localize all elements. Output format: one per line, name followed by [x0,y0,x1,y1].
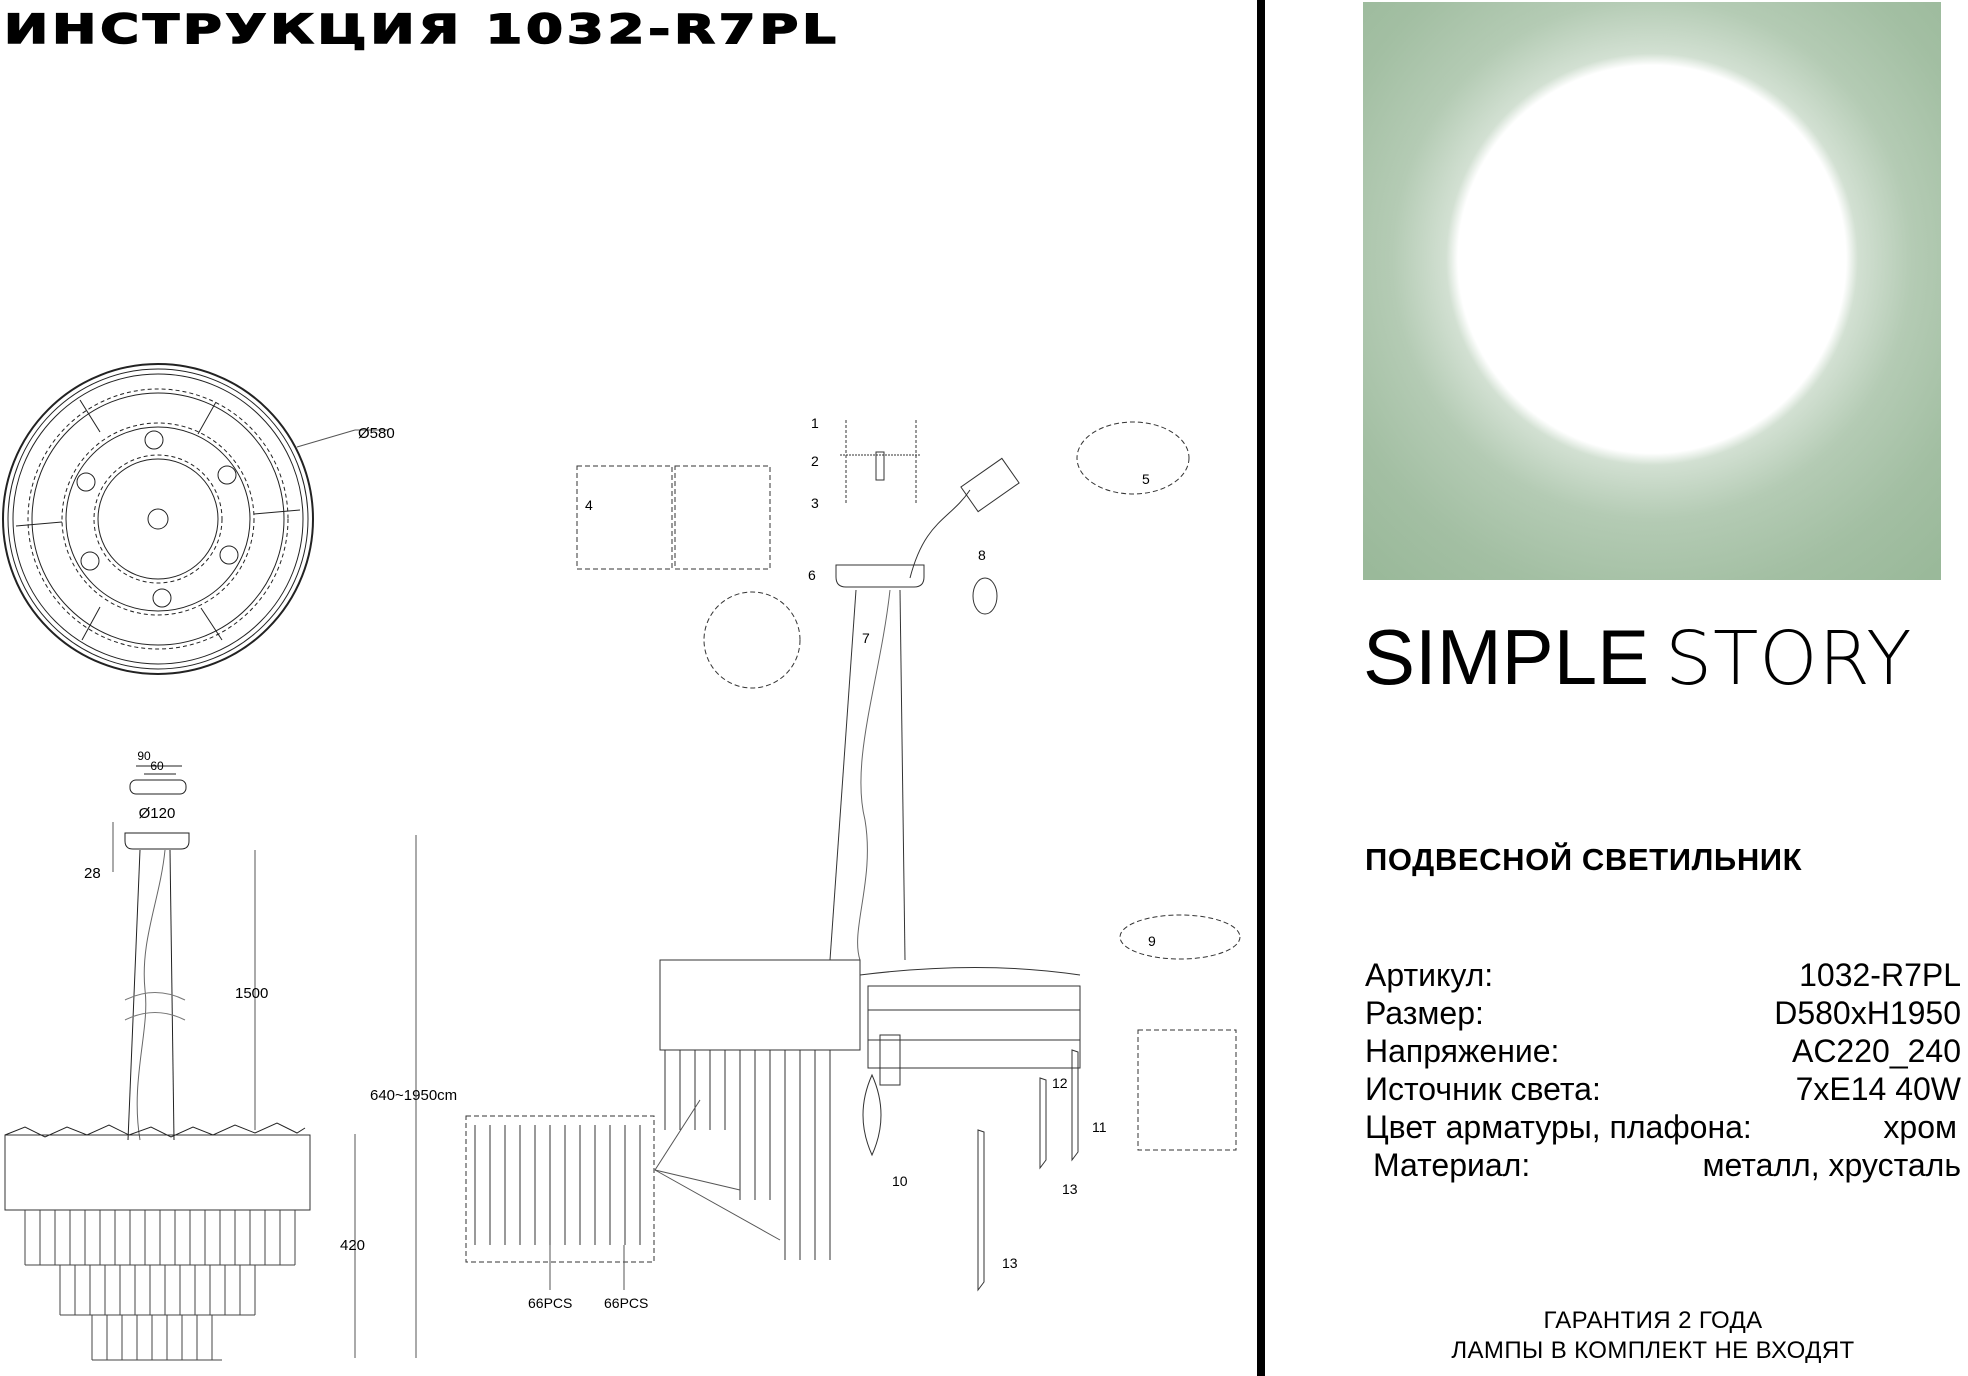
crystal-count-label: 66PCS [604,1295,648,1311]
spec-label: Напряжение: [1365,1033,1560,1069]
spec-row-article: Артикул: 1032-R7PL [1365,956,1961,994]
crystal-count-label: 66PCS [528,1295,572,1311]
body-height-label: 420 [340,1237,365,1254]
step-6-label: 6 [808,567,816,583]
top-view-diameter-label: Ø580 [358,425,395,442]
step-10-label: 10 [892,1173,908,1189]
product-type: ПОДВЕСНОЙ СВЕТИЛЬНИК [1365,842,1803,877]
bracket-inner-dim: 60 [150,759,164,773]
brand-name-story: STORY [1665,616,1913,702]
spec-label: Материал: [1373,1147,1531,1183]
spec-label: Артикул: [1365,957,1494,993]
step-7-label: 7 [862,630,870,646]
canopy-height-label: 28 [84,865,101,882]
side-view-drawing [4,765,417,1361]
spec-label: Размер: [1365,995,1484,1031]
page-title: ИНСТРУКЦИЯ 1032-R7PL [3,6,840,54]
total-height-label: 640~1950cm [370,1087,457,1104]
spec-value: металл, хрусталь [1702,1147,1961,1183]
footer-notes: ГАРАНТИЯ 2 ГОДА ЛАМПЫ В КОМПЛЕКТ НЕ ВХОД… [1363,1306,1943,1366]
step-1-label: 1 [811,415,819,431]
step-11-label: 11 [1092,1119,1107,1135]
spec-row-color: Цвет арматуры, плафона: хром [1365,1108,1961,1146]
spec-row-voltage: Напряжение: AC220_240 [1365,1032,1961,1070]
spec-row-light-source: Источник света: 7xE14 40W [1365,1070,1961,1108]
spec-value: AC220_240 [1791,1033,1961,1069]
lamps-note: ЛАМПЫ В КОМПЛЕКТ НЕ ВХОДЯТ [1451,1337,1855,1364]
step-4-label: 4 [585,497,593,513]
spec-label: Цвет арматуры, плафона: [1365,1109,1752,1145]
top-view-drawing [2,363,388,675]
step-2-label: 2 [811,453,819,469]
step-13-label: 13 [1062,1181,1078,1197]
spec-value: хром [1883,1109,1957,1145]
warranty-note: ГАРАНТИЯ 2 ГОДА [1543,1307,1763,1334]
brand-name-simple: SIMPLE [1363,613,1650,701]
step-9-label: 9 [1148,933,1156,949]
spec-table: Артикул: 1032-R7PL Размер: D580xH1950 На… [1365,956,1961,1184]
spec-value: 1032-R7PL [1799,957,1961,993]
bracket-outer-dim: 90 [137,749,151,763]
cable-length-label: 1500 [235,985,268,1002]
spec-value: D580xH1950 [1774,995,1961,1031]
technical-drawing: Ø580 90 60 Ø120 28 1500 [2,363,1241,1361]
step-12-label: 12 [1052,1075,1068,1091]
spec-row-size: Размер: D580xH1950 [1365,994,1961,1032]
spec-row-material: Материал: металл, хрусталь [1365,1146,1961,1184]
spec-value: 7xE14 40W [1795,1071,1961,1107]
brand-hero-image [1363,2,1941,580]
assembly-step-labels: 1 2 3 4 5 6 7 8 9 10 11 12 13 13 66PCS 6… [528,415,1156,1311]
step-5-label: 5 [1142,471,1150,487]
vertical-divider [1257,0,1265,1376]
canopy-diameter-label: Ø120 [139,805,176,822]
step-3-label: 3 [811,495,819,511]
assembly-diagram [465,420,1241,1292]
step-13b-label: 13 [1002,1255,1018,1271]
step-8-label: 8 [978,547,986,563]
spec-label: Источник света: [1365,1071,1601,1107]
